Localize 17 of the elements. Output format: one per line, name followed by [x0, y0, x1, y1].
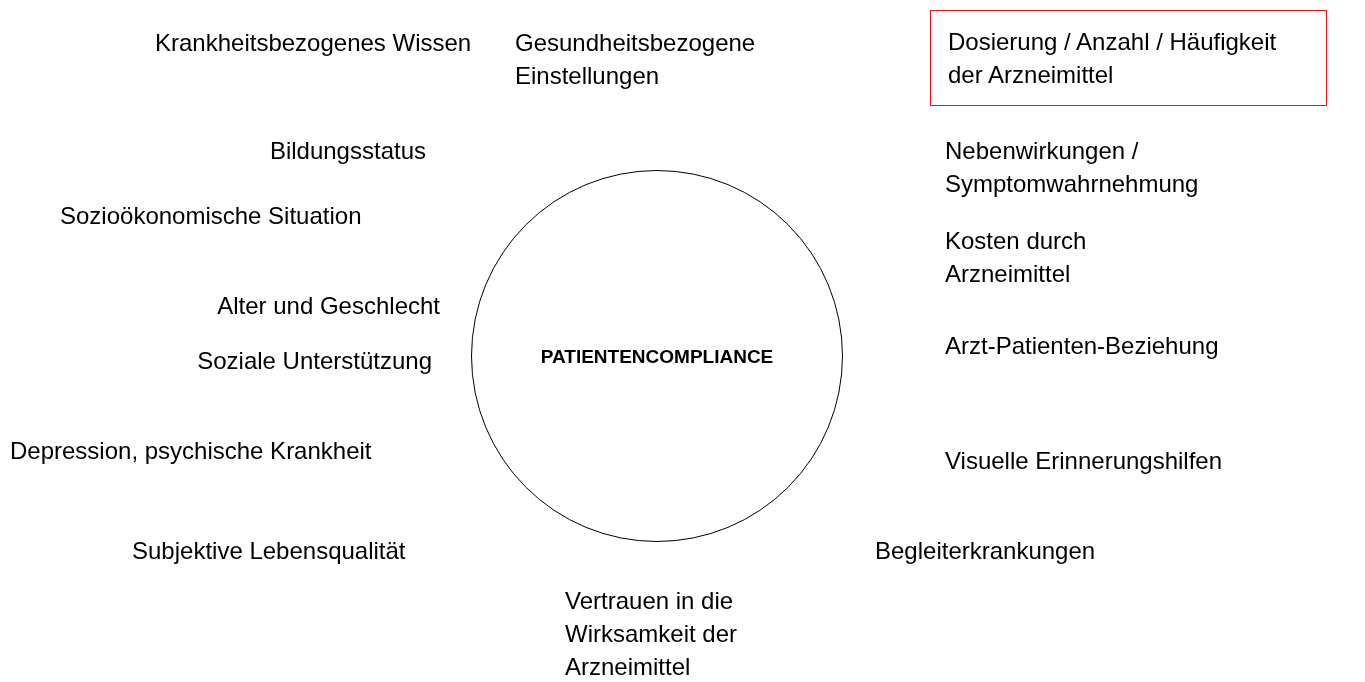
factor-label: Sozioökonomische Situation: [60, 201, 363, 231]
factor-label: Nebenwirkungen / Symptomwahrnehmung: [945, 136, 1195, 199]
factor-label: Soziale Unterstützung: [196, 346, 432, 376]
factor-label: Kosten durch Arzneimittel: [945, 226, 1088, 289]
center-title: PATIENTENCOMPLIANCE: [540, 344, 774, 369]
factor-label: Visuelle Erinnerungshilfen: [945, 446, 1224, 476]
factor-label: Gesundheitsbezogene Einstellungen: [515, 28, 757, 91]
factor-label: Alter und Geschlecht: [216, 291, 440, 321]
box-text: Dosierung / Anzahl / Häufigkeit der Arzneimittel: [948, 27, 1278, 90]
factor-label: Arzt-Patienten-Beziehung: [945, 331, 1220, 361]
factor-label: Depression, psychische Krankheit: [10, 436, 373, 466]
factor-label: Krankheitsbezogenes Wissen: [155, 28, 473, 58]
factor-label: Begleiterkrankungen: [875, 536, 1097, 566]
highlight-box: [930, 10, 1327, 106]
factor-label: Subjektive Lebensqualität: [132, 536, 407, 566]
factor-label: Vertrauen in die Wirksamkeit der Arzneimittel: [565, 586, 739, 682]
factor-label: Bildungsstatus: [268, 136, 426, 166]
